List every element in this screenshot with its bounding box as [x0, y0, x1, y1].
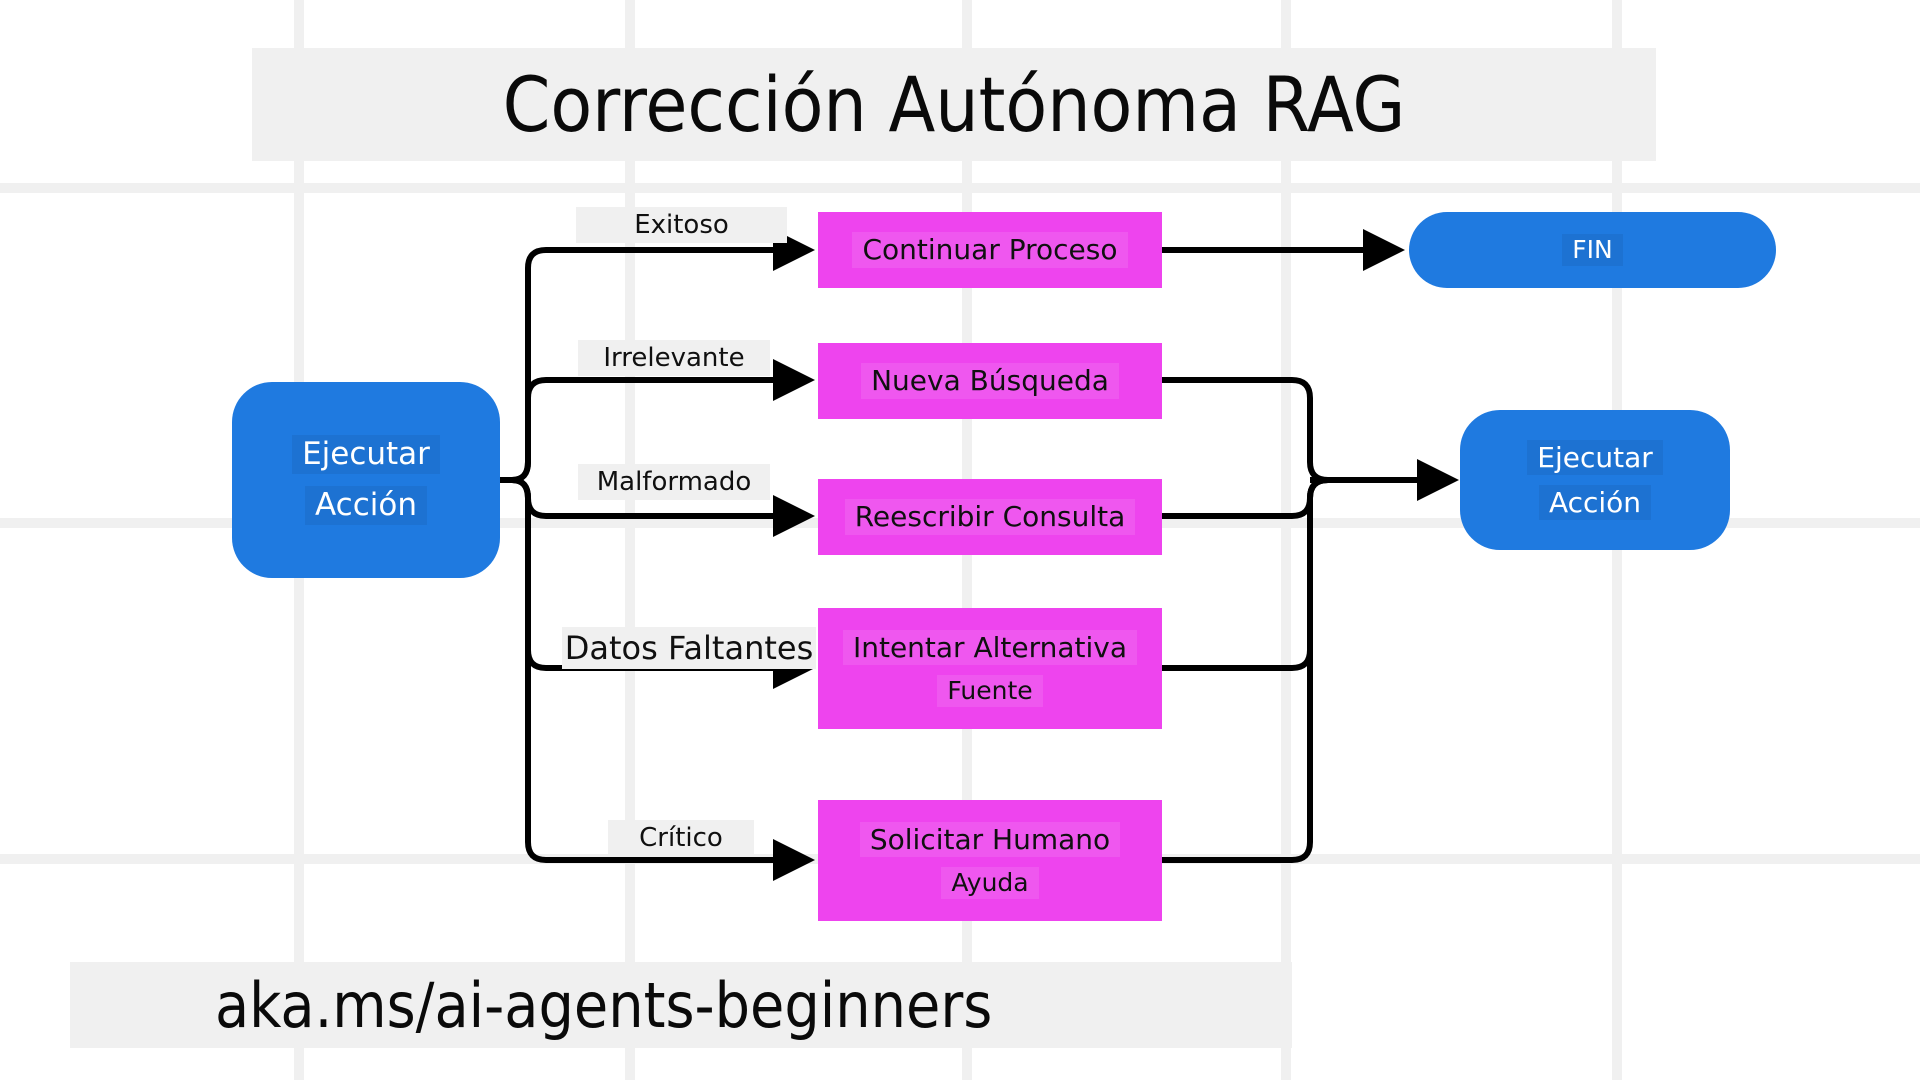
title-band: Corrección Autónoma RAG: [252, 48, 1656, 161]
node-retry-line2: Acción: [1538, 485, 1652, 521]
edge-label-critico: Crítico: [608, 820, 754, 856]
edge-reescribir-to-retry: [1162, 477, 1329, 519]
edge-label-irrelevante: Irrelevante: [578, 340, 770, 376]
edge-label-malformado: Malformado: [578, 464, 770, 500]
node-retry-ejecutar-accion[interactable]: Ejecutar Acción: [1460, 410, 1730, 550]
node-retry-line1: Ejecutar: [1527, 439, 1663, 475]
node-intentar-alternativa-fuente[interactable]: Intentar Alternativa Fuente: [818, 608, 1162, 729]
footer-band: aka.ms/ai-agents-beginners: [70, 962, 1292, 1048]
node-continuar-proceso[interactable]: Continuar Proceso: [818, 212, 1162, 288]
footer-url: aka.ms/ai-agents-beginners: [215, 968, 993, 1042]
node-solicitar-humano-line1: Solicitar Humano: [859, 821, 1121, 858]
node-intentar-alternativa-line1: Intentar Alternativa: [842, 629, 1138, 666]
edge-label-exitoso: Exitoso: [576, 207, 787, 243]
page-title: Corrección Autónoma RAG: [502, 60, 1406, 149]
node-reescribir-consulta-label: Reescribir Consulta: [844, 499, 1136, 535]
node-continuar-proceso-label: Continuar Proceso: [852, 232, 1128, 268]
node-reescribir-consulta[interactable]: Reescribir Consulta: [818, 479, 1162, 555]
edge-critico: [500, 477, 815, 881]
node-start-ejecutar-accion[interactable]: Ejecutar Acción: [232, 382, 500, 578]
node-solicitar-humano-line2: Ayuda: [941, 867, 1039, 900]
node-fin-label: FIN: [1562, 234, 1623, 266]
node-nueva-busqueda[interactable]: Nueva Búsqueda: [818, 343, 1162, 419]
node-fin[interactable]: FIN: [1409, 212, 1776, 288]
node-solicitar-humano-ayuda[interactable]: Solicitar Humano Ayuda: [818, 800, 1162, 921]
edge-label-datos-faltantes: Datos Faltantes: [562, 627, 816, 669]
edge-alternativa-to-retry: [1162, 477, 1329, 671]
edge-nueva-busqueda-to-retry: [1162, 377, 1329, 483]
node-start-line2: Acción: [305, 486, 427, 525]
node-nueva-busqueda-label: Nueva Búsqueda: [861, 363, 1119, 399]
node-start-line1: Ejecutar: [292, 435, 440, 474]
node-intentar-alternativa-line2: Fuente: [937, 675, 1043, 708]
